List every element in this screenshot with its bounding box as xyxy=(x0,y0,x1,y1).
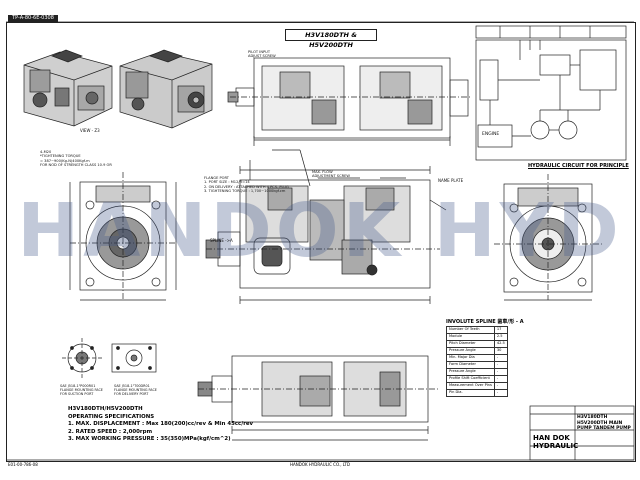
spline-param: Measurement Over Pins xyxy=(446,382,495,390)
spline-param: Pressure Angle xyxy=(446,368,495,376)
spline-value: 42.5 xyxy=(493,340,508,348)
drawing-frame xyxy=(6,22,636,462)
drawing-title: H3V180DTH & H5V200DTH xyxy=(285,29,377,49)
spline-param: Pressure Angle xyxy=(446,347,495,355)
footer-company: HANDOK HYDRAULIC CO., LTD xyxy=(290,462,350,467)
spline-row: Pressure Angle- xyxy=(446,368,508,376)
max-flow-note: MAX. FLOW ADJUSTMENT SCREW xyxy=(312,170,350,179)
flange-port-note: FLANGE PORT 1. PORT SIZE : M12/R=14 2. O… xyxy=(204,176,289,194)
circuit-title: HYDRAULIC CIRCUIT FOR PRINCIPLE xyxy=(528,163,629,169)
pump-front-view-right xyxy=(494,174,602,301)
spline-value: 17 xyxy=(493,326,508,334)
delivery-flange-note: SAE J518-1"T00DR01 FLANGE MOUNTING FACE … xyxy=(114,384,157,397)
spline-value: 30 xyxy=(493,347,508,355)
engine-label: ENGINE xyxy=(482,132,500,137)
spline-value: 2.5 xyxy=(493,333,508,341)
pump-side-view xyxy=(205,149,447,304)
pump-iso-view-2 xyxy=(119,49,213,129)
spline-value: - xyxy=(493,354,508,362)
spec-item: 2. RATED SPEED : 2,000rpm xyxy=(68,428,153,435)
spline-param: Form Diameter xyxy=(446,361,495,369)
pump-bottom-view xyxy=(197,355,440,441)
spline-param: Module xyxy=(446,333,495,341)
spline-row: Min. Major Dia- xyxy=(446,354,508,362)
pilot-port-note: PILOT INPUT ADJUST SCREW xyxy=(248,50,276,59)
spline-row: Pin Dia.- xyxy=(446,389,508,397)
pump-iso-view-1 xyxy=(23,49,113,127)
spline-row: Measurement Over Pins- xyxy=(446,382,508,390)
name-plate-label: NAME PLATE xyxy=(438,178,464,183)
title-block-grid xyxy=(529,405,635,461)
spline-param: Pin Dia. xyxy=(446,389,495,397)
pump-top-view xyxy=(227,57,470,146)
spline-row: Profile Shift Coefficient- xyxy=(446,375,508,383)
corner-tag: TP-A-80-6E-0308 xyxy=(8,15,58,22)
title-block-company: HAN DOK HYDRAULIC xyxy=(533,434,578,450)
suction-flange-note: SAE J518-1"P000R01 FLANGE MOUNTING FACE … xyxy=(60,384,103,397)
company-line-2: HYDRAULIC xyxy=(533,442,579,450)
suction-flange-view xyxy=(62,338,102,378)
operating-specifications: H3V180DTH/H5V200DTH OPERATING SPECIFICAT… xyxy=(68,406,253,444)
delivery-flange-view xyxy=(111,343,157,373)
pump-front-view-left xyxy=(69,172,177,301)
title-block-drawing-name: H3V180DTH H5V200DTH MAIN PUMP TANDEM PUM… xyxy=(577,415,631,431)
spline-value: - xyxy=(493,375,508,383)
spline-value: - xyxy=(493,368,508,376)
spec-item: 3. MAX WORKING PRESSURE : 35(350)MPa(kgf… xyxy=(68,436,231,442)
revision-table xyxy=(475,25,627,39)
model-line: H3V180DTH/H5V200DTH xyxy=(68,406,143,412)
spline-value: - xyxy=(493,361,508,369)
spline-value: - xyxy=(493,389,508,397)
spline-value: - xyxy=(493,382,508,390)
hydraulic-circuit xyxy=(475,39,627,161)
tightening-note: 4-M20 *TIGHTENING TORQUE = 387~900(Kg-N)… xyxy=(40,150,112,168)
spline-param: Profile Shift Coefficient xyxy=(446,375,495,383)
footer-doc-number: E01-00-786-08 xyxy=(8,462,38,467)
spline-title: INVOLUTE SPLINE 歯車/形 - A xyxy=(446,319,524,325)
spline-param: Min. Major Dia xyxy=(446,354,495,362)
spline-row: Form Diameter- xyxy=(446,361,508,369)
spline-label: SPLINE ->A xyxy=(210,238,233,243)
company-line-1: HAN DOK xyxy=(533,434,570,442)
spline-param: Number Of Teeth xyxy=(446,326,495,334)
view-label: VIEW - Z3 xyxy=(80,128,100,133)
spline-param: Pitch Diameter xyxy=(446,340,495,348)
spec-item: 1. MAX. DISPLACEMENT : Max 180(200)cc/re… xyxy=(68,421,254,427)
specs-heading: OPERATING SPECIFICATIONS xyxy=(68,413,155,420)
